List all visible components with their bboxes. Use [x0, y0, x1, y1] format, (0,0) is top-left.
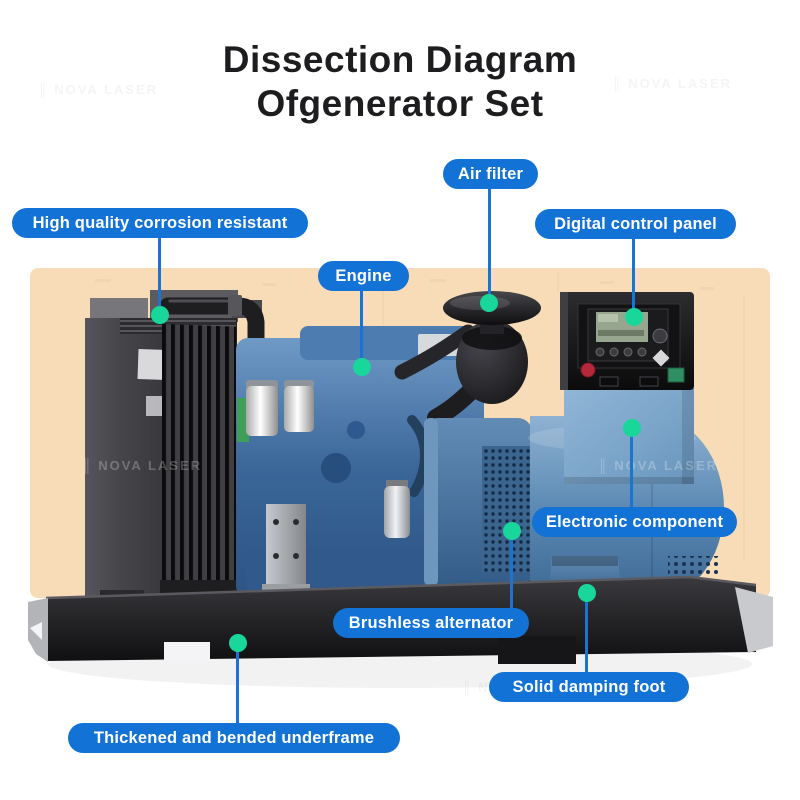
- label-air-filter: Air filter: [443, 159, 538, 189]
- leader-line: [510, 531, 513, 608]
- vent-grille: [482, 446, 532, 572]
- laser-icon: ║: [612, 76, 623, 91]
- nova-laser-watermark-1: ║NOVA LASER: [38, 82, 158, 97]
- leader-line: [632, 239, 635, 317]
- frame-notch: [164, 642, 210, 661]
- frame-end-right: [735, 587, 773, 653]
- target-dot: [625, 308, 643, 326]
- leader-line: [585, 593, 588, 672]
- leader-line: [488, 189, 491, 303]
- radiator-grille: [162, 324, 236, 595]
- label-high-quality: High quality corrosion resistant: [12, 208, 308, 238]
- target-dot: [623, 419, 641, 437]
- title-line-2: Ofgenerator Set: [256, 83, 544, 124]
- label-digital-control-panel: Digital control panel: [535, 209, 736, 239]
- oil-filters: [246, 380, 314, 436]
- laser-icon: ║: [82, 458, 94, 473]
- title-line-1: Dissection Diagram: [222, 39, 578, 80]
- coolant-pipe: [159, 295, 265, 363]
- air-intake-pipe: [394, 324, 476, 380]
- label-thickened-underframe: Thickened and bended underframe: [68, 723, 400, 753]
- panel-seam-dashes: [95, 279, 714, 290]
- leader-line: [630, 428, 633, 507]
- laser-icon: ║: [598, 458, 610, 473]
- radiator: [85, 290, 262, 610]
- nova-laser-watermark-3: ║NOVA LASER: [82, 458, 203, 473]
- label-brushless-alternator: Brushless alternator: [333, 608, 529, 638]
- laser-icon: ║: [462, 680, 473, 695]
- rear-vent-grille: [668, 556, 720, 578]
- nova-laser-watermark-2: ║NOVA LASER: [612, 76, 732, 91]
- nova-laser-watermark-4: ║NOVA LASER: [598, 458, 719, 473]
- target-dot: [229, 634, 247, 652]
- target-dot: [151, 306, 169, 324]
- lcd-screen: [596, 312, 648, 342]
- label-solid-damping-foot: Solid damping foot: [489, 672, 689, 702]
- leader-line: [236, 643, 239, 723]
- laser-icon: ║: [38, 82, 49, 97]
- label-engine: Engine: [318, 261, 409, 291]
- leader-line: [360, 291, 363, 367]
- target-dot: [503, 522, 521, 540]
- mounting-bracket: [262, 504, 310, 594]
- control-panel-shape: [560, 292, 694, 390]
- label-electronic-component: Electronic component: [532, 507, 737, 537]
- page-title: Dissection Diagram Ofgenerator Set: [0, 38, 800, 126]
- leader-line: [158, 238, 161, 315]
- panel-buttons: [595, 328, 668, 357]
- fuel-canister: [384, 480, 410, 538]
- emergency-stop-button: [580, 362, 596, 378]
- target-dot: [480, 294, 498, 312]
- target-dot: [578, 584, 596, 602]
- target-dot: [353, 358, 371, 376]
